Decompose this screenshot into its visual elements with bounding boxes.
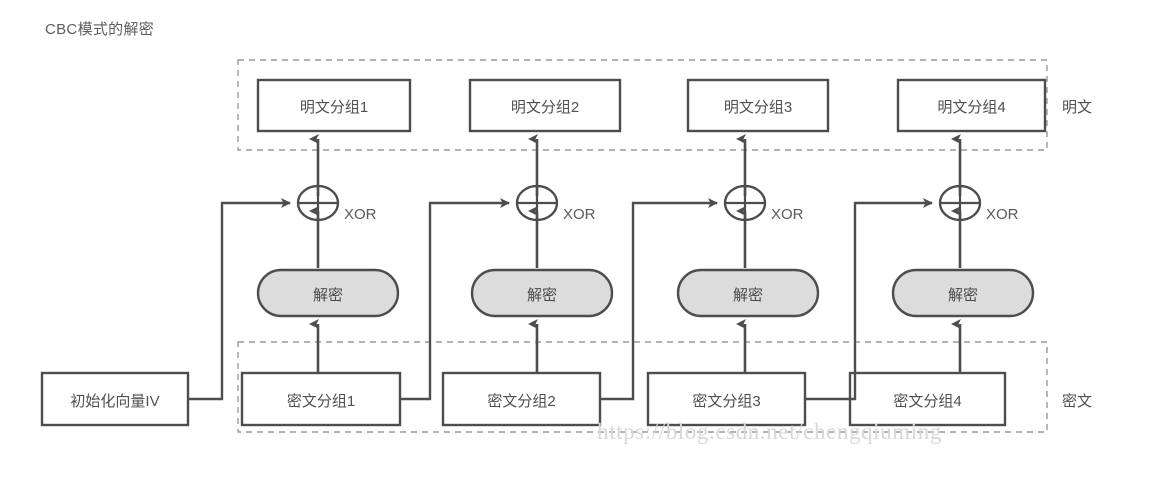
plaintext-box-4[interactable] [896, 78, 1047, 133]
ciphertext-box-4[interactable] [848, 371, 1007, 427]
feedback-path-ciphertext2-to-xor3 [600, 198, 718, 401]
feedback-path-iv-to-xor1 [188, 198, 291, 401]
page-title: CBC模式的解密 [45, 21, 155, 38]
feedback-path-ciphertext3-to-xor4 [805, 198, 933, 401]
ciphertext-group-dashed-box [237, 341, 1048, 433]
plaintext-box-2[interactable] [468, 78, 622, 133]
decrypt-oval-2[interactable] [470, 268, 614, 318]
decrypt-oval-1[interactable] [256, 268, 400, 318]
decrypt-oval-4[interactable] [891, 268, 1035, 318]
ciphertext-box-3[interactable] [646, 371, 807, 427]
plaintext-group-dashed-box [237, 59, 1048, 151]
ciphertext-box-2[interactable] [441, 371, 602, 427]
plaintext-box-3[interactable] [686, 78, 830, 133]
iv-box[interactable] [40, 371, 190, 427]
feedback-path-ciphertext1-to-xor2 [400, 198, 510, 401]
plaintext-box-1[interactable] [256, 78, 412, 133]
watermark-text: https://blog.csdn.net/chengqiuming [597, 419, 942, 444]
decrypt-oval-3[interactable] [676, 268, 820, 318]
ciphertext-box-1[interactable] [240, 371, 402, 427]
